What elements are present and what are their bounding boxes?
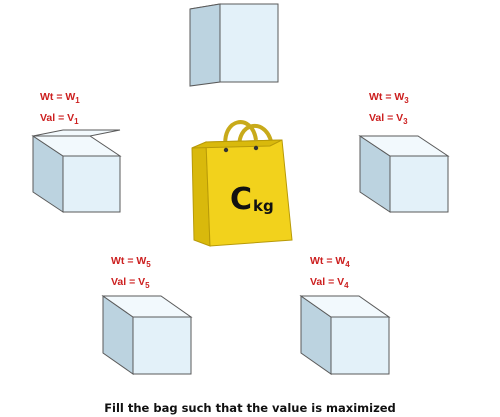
box-front-face xyxy=(62,155,121,213)
bag-capacity-unit: kg xyxy=(253,197,274,215)
box-top-face xyxy=(299,295,391,318)
item-1-label: Wt = W1 Val = V1 xyxy=(40,91,80,128)
box-top-face xyxy=(358,135,450,157)
item-box-3 xyxy=(358,135,450,213)
box-front-face xyxy=(389,155,449,213)
box-top-face xyxy=(101,295,193,318)
box-front-face xyxy=(330,316,390,375)
item-5-label: Wt = W5 Val = V5 xyxy=(111,255,151,292)
bag-hole xyxy=(253,145,259,151)
item-4-label: Wt = W4 Val = V4 xyxy=(310,255,350,292)
box-front-face xyxy=(219,3,279,83)
bag-hole xyxy=(223,147,229,153)
item-3-value: Val = V3 xyxy=(369,112,408,127)
item-box-4 xyxy=(299,295,391,375)
bag-capacity-letter: C xyxy=(230,182,252,217)
shopping-bag-icon: C kg xyxy=(191,120,293,247)
box-top-face xyxy=(31,135,122,157)
bag-rim xyxy=(191,139,283,149)
item-5-weight: Wt = W5 xyxy=(111,255,151,270)
item-4-value: Val = V4 xyxy=(310,276,349,291)
item-box-top xyxy=(189,3,279,87)
box-front-face xyxy=(132,316,192,375)
item-1-value: Val = V1 xyxy=(40,112,79,127)
item-3-weight: Wt = W3 xyxy=(369,91,409,106)
caption: Fill the bag such that the value is maxi… xyxy=(104,401,396,415)
item-box-5 xyxy=(101,295,193,375)
box-top-face xyxy=(32,129,121,137)
item-5-value: Val = V5 xyxy=(111,276,150,291)
item-1-weight: Wt = W1 xyxy=(40,91,80,106)
item-3-label: Wt = W3 Val = V3 xyxy=(369,91,409,128)
item-box-1 xyxy=(31,129,122,213)
item-4-weight: Wt = W4 xyxy=(310,255,350,270)
box-side-face xyxy=(189,3,221,87)
